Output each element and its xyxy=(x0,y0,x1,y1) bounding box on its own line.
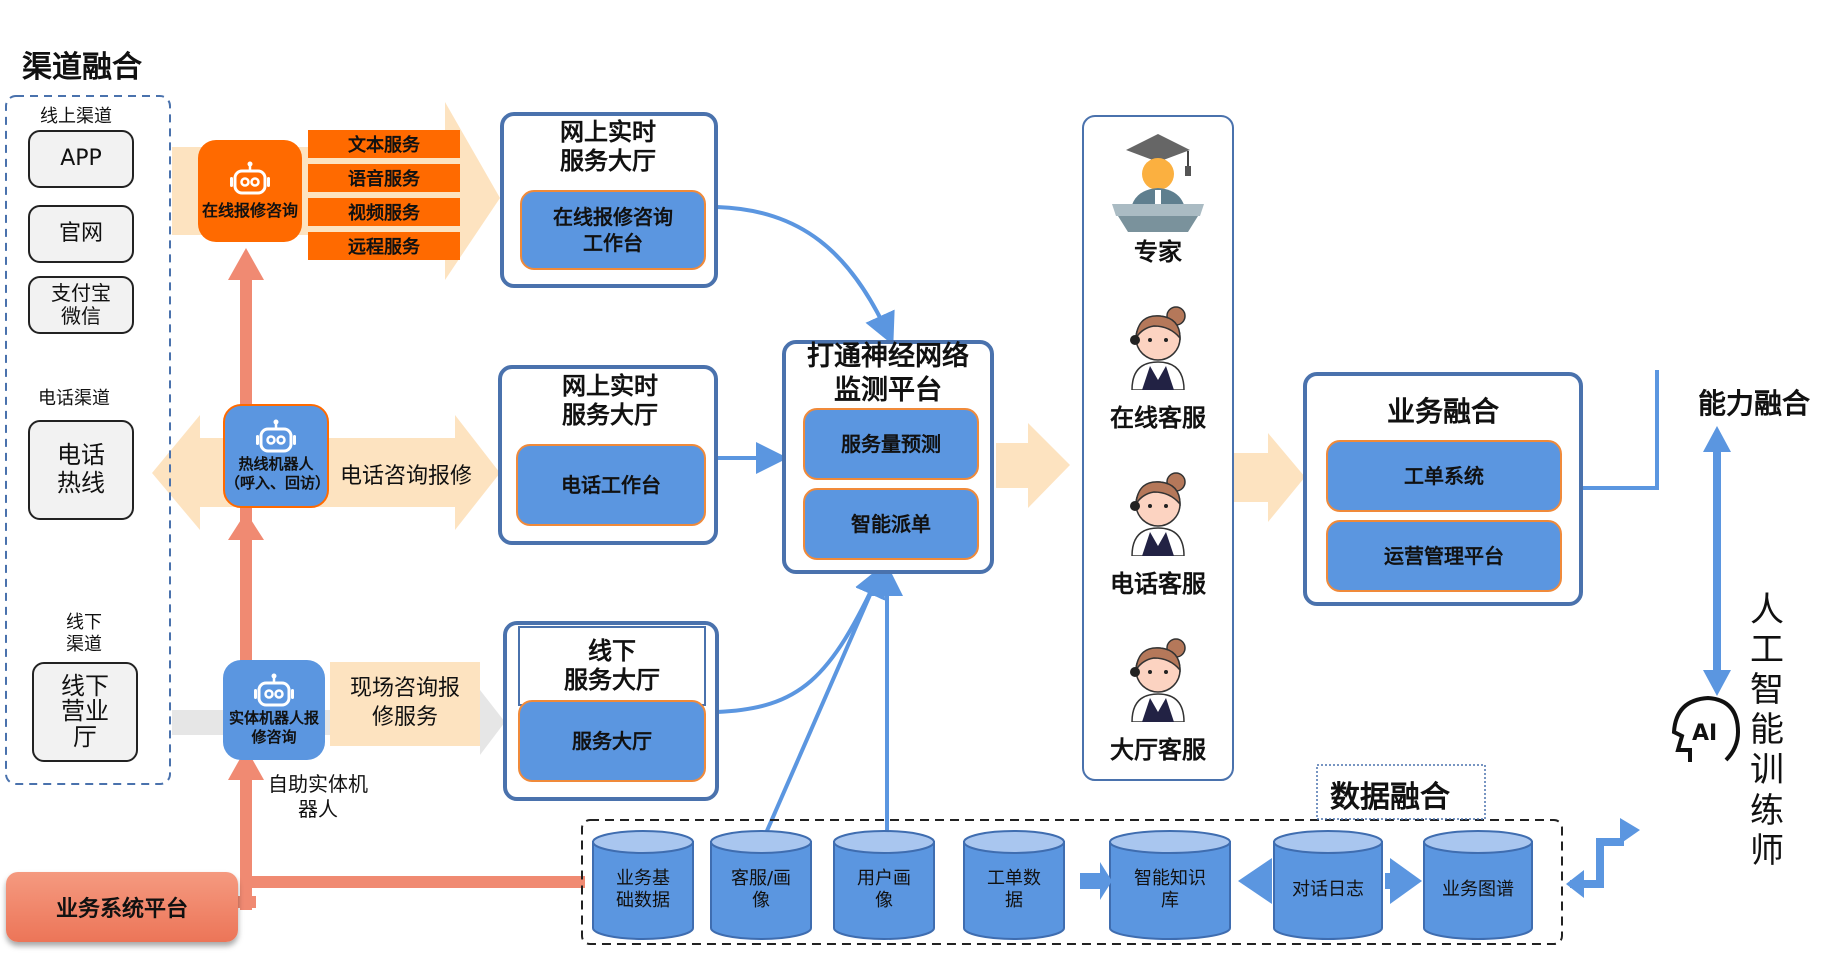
phone-channel-label: 电话渠道 xyxy=(38,388,110,409)
module-smart-dispatch[interactable]: 智能派单 xyxy=(803,488,979,560)
service-video[interactable]: 视频服务 xyxy=(308,198,460,226)
staff-expert: 专家 xyxy=(1134,238,1182,266)
business-fusion-title: 业务融合 xyxy=(1386,395,1499,428)
channel-alipay-wechat[interactable]: 支付宝 微信 xyxy=(28,276,134,334)
ai-icon-text: AI xyxy=(1692,721,1717,746)
module-operations-platform[interactable]: 运营管理平台 xyxy=(1326,520,1562,592)
database-label: 用户画 像 xyxy=(857,867,911,912)
ability-fusion-title: 能力融合 xyxy=(1698,387,1811,420)
database-label: 工单数 据 xyxy=(987,867,1041,912)
physical-robot-label: 实体机器人报 修咨询 xyxy=(228,708,319,747)
hall3-connector xyxy=(716,564,885,714)
monitor-platform-title: 打通神经网络 监测平台 xyxy=(807,341,969,406)
channel-container xyxy=(5,95,171,785)
phone-agent-icon xyxy=(1130,472,1186,556)
online-robot-label: 在线报修咨询 xyxy=(201,201,298,220)
phone-service-label: 电话咨询报修 xyxy=(340,464,473,489)
onsite-service-label: 现场咨询报 修服务 xyxy=(330,662,480,746)
channel-fusion-title: 渠道融合 xyxy=(22,50,142,85)
database-cylinder[interactable] xyxy=(1423,830,1533,940)
database-label: 对话日志 xyxy=(1292,878,1364,900)
database-cylinder[interactable] xyxy=(833,830,935,940)
monitor-to-staff-arrow xyxy=(996,423,1070,508)
ai-head-icon: AI xyxy=(1671,695,1741,762)
data-fusion-title: 数据融合 xyxy=(1330,780,1450,815)
platform-trunk xyxy=(240,280,252,910)
online-agent-icon xyxy=(1130,306,1186,390)
robot-icon xyxy=(254,673,294,706)
online-workbench[interactable]: 在线报修咨询 工作台 xyxy=(520,190,706,270)
staff-to-business-arrow xyxy=(1232,433,1305,522)
channel-website[interactable]: 官网 xyxy=(28,205,134,263)
staff-column xyxy=(1082,115,1234,781)
ai-trainer-label: 人 工 智 能 训 练 师 xyxy=(1750,590,1784,871)
expert-icon xyxy=(1112,134,1204,232)
database-label: 智能知识 库 xyxy=(1134,867,1206,912)
hall-title: 网上实时 服务大厅 xyxy=(562,372,658,429)
hall-title: 线下 服务大厅 xyxy=(518,626,706,706)
database-label: 业务图谱 xyxy=(1442,878,1514,900)
hall-workbench[interactable]: 服务大厅 xyxy=(518,700,706,782)
physical-robot[interactable]: 实体机器人报 修咨询 xyxy=(223,660,325,760)
business-ability-connector xyxy=(1582,370,1659,490)
business-platform-button[interactable]: 业务系统平台 xyxy=(6,872,238,942)
staff-phone-agent: 电话客服 xyxy=(1110,570,1206,598)
phone-workbench[interactable]: 电话工作台 xyxy=(516,444,706,526)
salmon-arrowhead-2 xyxy=(228,512,264,540)
db-profile-connector xyxy=(761,564,886,841)
database-label: 客服/画 像 xyxy=(730,867,792,912)
online-robot[interactable]: 在线报修咨询 xyxy=(198,140,302,242)
robot-icon xyxy=(256,419,296,452)
database-cylinder[interactable] xyxy=(1109,830,1231,940)
platform-branch xyxy=(240,876,585,888)
hall1-connector xyxy=(716,205,895,346)
salmon-arrowhead-3 xyxy=(228,748,264,780)
offline-channel-label: 线下 渠道 xyxy=(66,612,102,655)
channel-hotline[interactable]: 电话 热线 xyxy=(28,420,134,520)
self-service-robot-label: 自助实体机 器人 xyxy=(268,772,368,821)
data-ai-connector xyxy=(1570,838,1624,888)
module-volume-forecast[interactable]: 服务量预测 xyxy=(803,408,979,480)
hotline-robot[interactable]: 热线机器人 （呼入、回访） xyxy=(223,404,331,508)
data-fusion-title-frame xyxy=(1316,764,1486,820)
database-cylinder[interactable] xyxy=(963,830,1065,940)
database-layer xyxy=(592,830,1533,940)
platform-stub xyxy=(236,896,256,908)
staff-hall-agent: 大厅客服 xyxy=(1110,736,1206,764)
database-cylinder[interactable] xyxy=(710,830,812,940)
db-flow-arrows xyxy=(1080,858,1422,904)
hotline-robot-label: 热线机器人 （呼入、回访） xyxy=(225,454,331,493)
database-label: 业务基 础数据 xyxy=(616,867,670,912)
service-remote[interactable]: 远程服务 xyxy=(308,232,460,260)
service-text[interactable]: 文本服务 xyxy=(308,130,460,158)
hall-agent-icon xyxy=(1130,638,1186,722)
channel-offline-hall[interactable]: 线下 营业 厅 xyxy=(32,662,138,762)
staff-online-agent: 在线客服 xyxy=(1110,404,1206,432)
robot-icon xyxy=(230,161,270,195)
hall-title: 网上实时 服务大厅 xyxy=(560,118,656,175)
channel-app[interactable]: APP xyxy=(28,130,134,188)
online-channel-label: 线上渠道 xyxy=(40,106,112,127)
service-voice[interactable]: 语音服务 xyxy=(308,164,460,192)
data-fusion-container xyxy=(581,819,1563,945)
salmon-arrowhead-1 xyxy=(228,248,264,280)
module-ticket-system[interactable]: 工单系统 xyxy=(1326,440,1562,512)
database-cylinder[interactable] xyxy=(1273,830,1383,940)
database-cylinder[interactable] xyxy=(592,830,694,940)
